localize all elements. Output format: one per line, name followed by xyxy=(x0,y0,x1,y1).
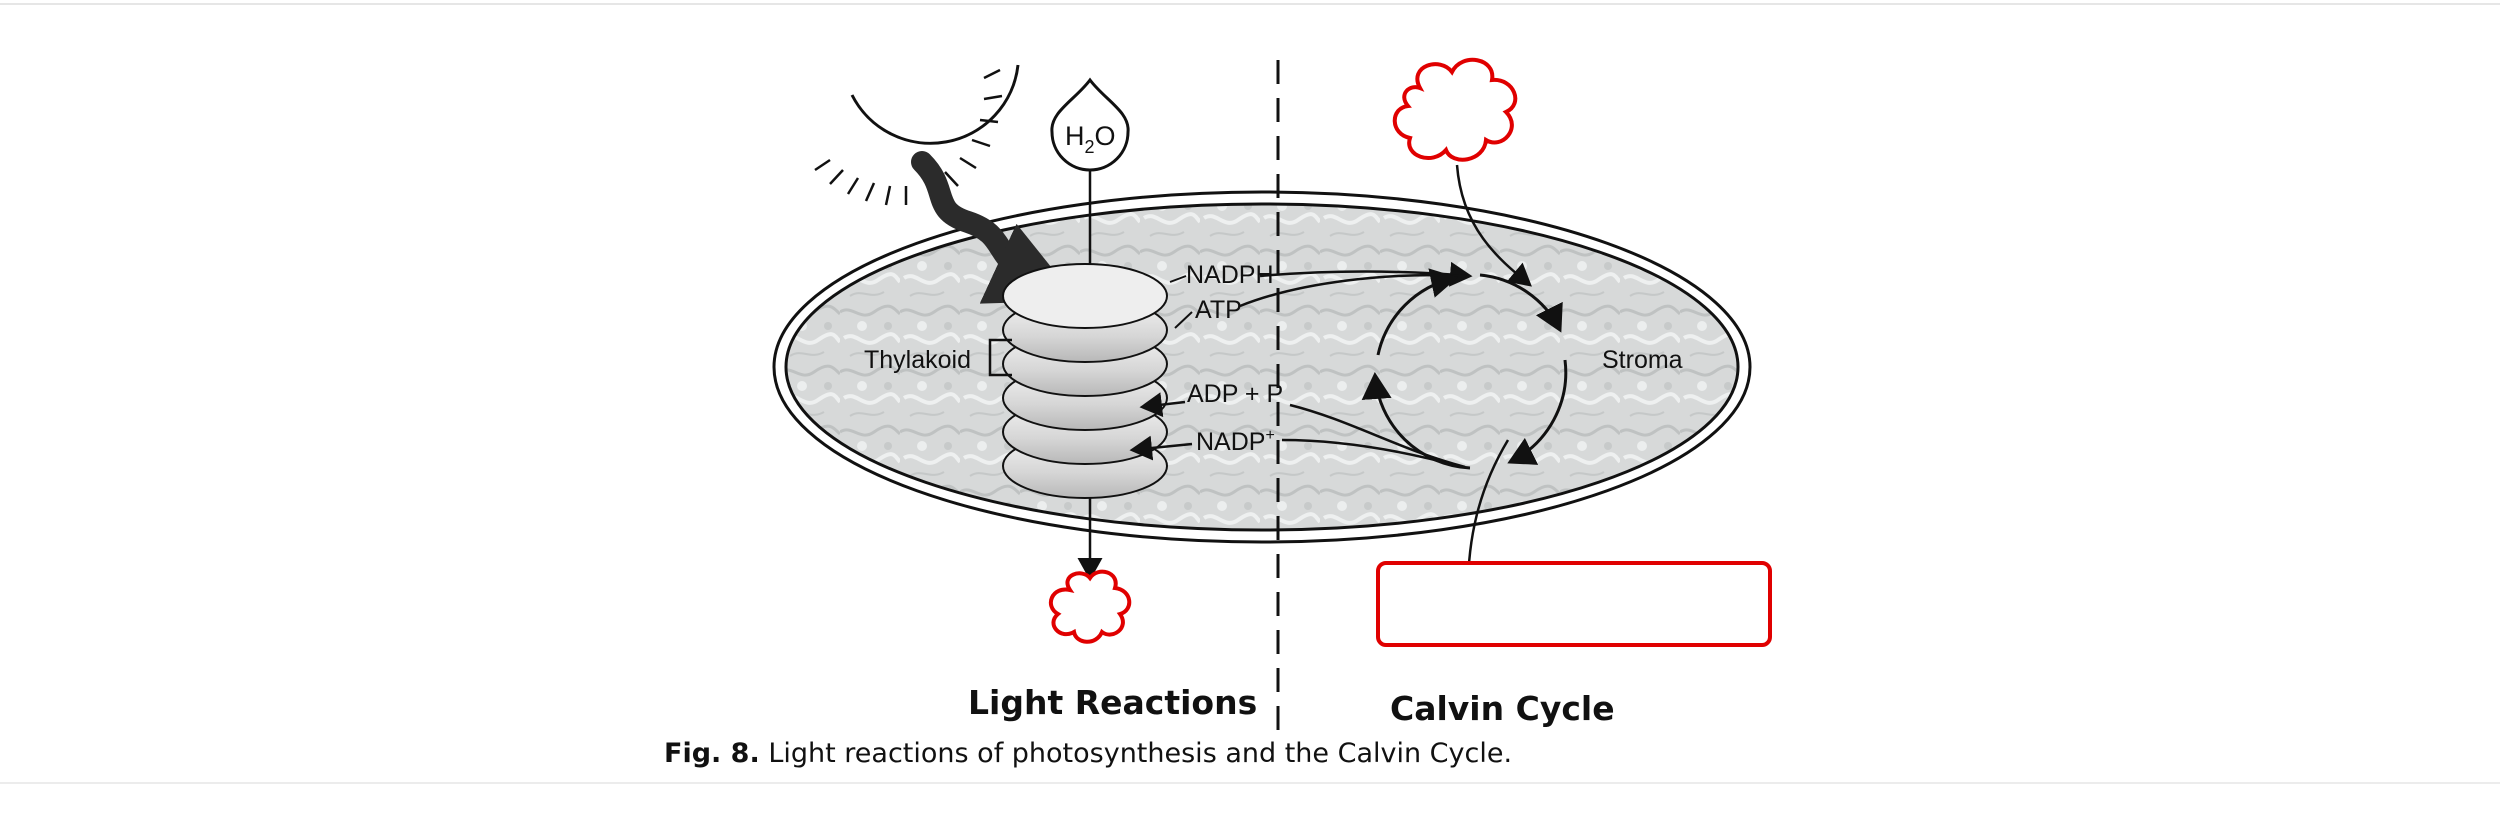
light-reactions-title: Light Reactions xyxy=(968,683,1257,722)
water-drop-icon: H2O xyxy=(1050,77,1130,172)
nadp-label: NADP+ xyxy=(1196,427,1275,456)
sun-icon xyxy=(814,64,1020,206)
top-rule xyxy=(0,3,2500,5)
figure-caption: Fig. 8. Light reactions of photosynthesi… xyxy=(664,738,1512,769)
thylakoid-bracket xyxy=(988,338,1012,377)
caption-prefix: Fig. 8. xyxy=(664,738,760,769)
calvin-cycle-ring xyxy=(1361,268,1568,470)
bottom-rule xyxy=(0,782,2500,784)
co2-answer-cloud[interactable] xyxy=(1392,57,1518,162)
water-label: H2O xyxy=(1065,121,1116,157)
thylakoid-stack xyxy=(1002,263,1168,499)
light-beam-arrow xyxy=(911,151,1078,304)
sugar-answer-box[interactable] xyxy=(1376,561,1772,647)
caption-text: Light reactions of photosynthesis and th… xyxy=(768,738,1513,769)
nadph-label: NADPH xyxy=(1186,261,1274,289)
adp-arrow xyxy=(1139,392,1186,418)
nadp-arrow xyxy=(1129,435,1193,461)
atp-label: ATP xyxy=(1195,296,1242,324)
thylakoid-label: Thylakoid xyxy=(864,346,971,374)
calvin-cycle-title: Calvin Cycle xyxy=(1390,689,1615,728)
adp-label: ADP + P xyxy=(1187,380,1283,408)
atp-tick xyxy=(1174,311,1193,329)
cycle-to-adp-line xyxy=(1289,403,1466,469)
co2-input-arrow xyxy=(1455,164,1532,287)
oxygen-answer-cloud[interactable] xyxy=(1048,569,1132,644)
stroma-label: Stroma xyxy=(1602,346,1683,374)
nadph-tick xyxy=(1169,275,1187,283)
